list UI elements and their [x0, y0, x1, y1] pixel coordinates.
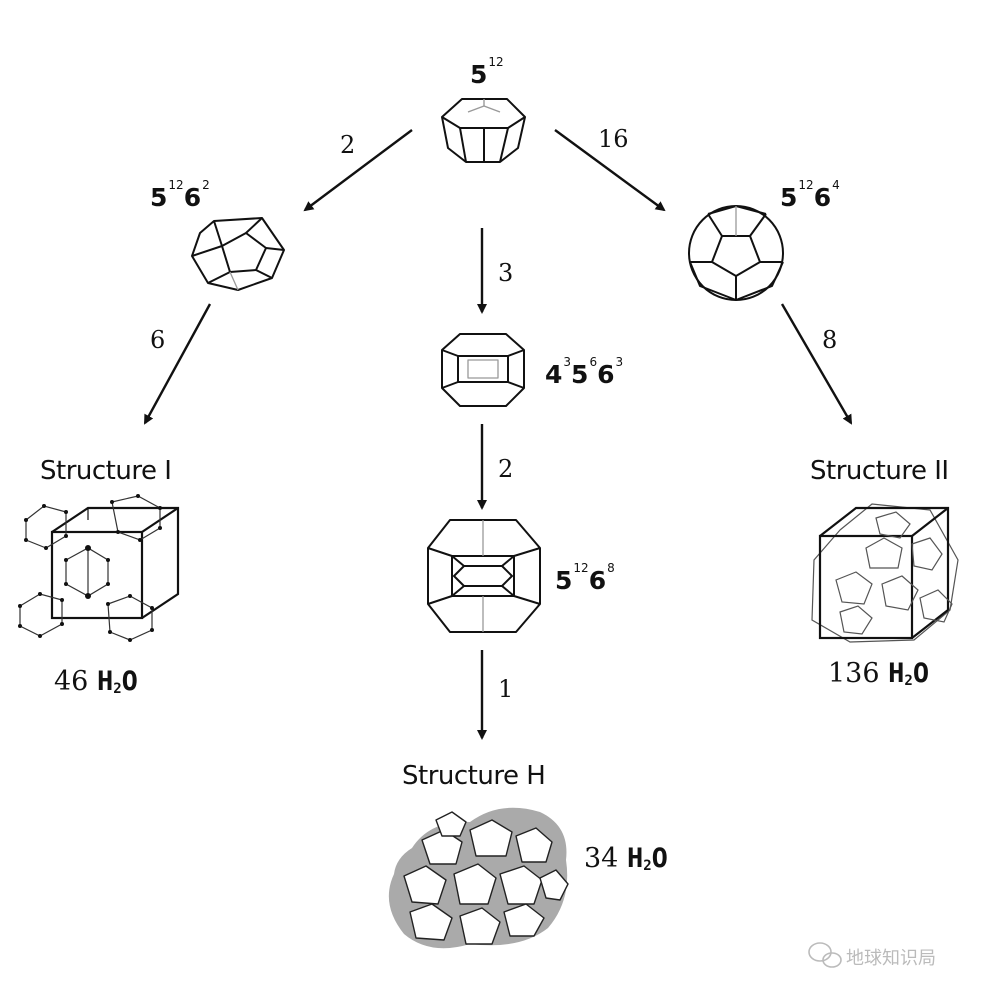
cage-435663-icon — [441, 333, 525, 407]
structure-h-title: Structure H — [402, 761, 546, 791]
arrows — [143, 129, 853, 740]
cage-512-base: 5 — [470, 60, 488, 89]
cage-435663-b1: 4 — [545, 360, 563, 389]
cage-512-icon — [441, 98, 526, 163]
structure-i-formula-o: O — [121, 666, 138, 697]
structure-i-formula-h: H — [96, 666, 114, 697]
wechat-icon — [808, 942, 842, 968]
structure-ii-lattice-icon — [811, 503, 959, 643]
count-to-structure-ii: 8 — [822, 326, 838, 354]
cage-51268-exp2: 8 — [607, 561, 615, 575]
cage-label-51262: 51262 — [150, 179, 210, 212]
structure-ii-formula: H2O — [888, 658, 929, 689]
structure-h-water-count: 34 — [584, 843, 619, 874]
cage-51264-exp2: 4 — [832, 178, 840, 192]
cage-51262-exp2: 2 — [202, 178, 210, 192]
cage-51264-base1: 5 — [780, 183, 798, 212]
cage-435663-b2: 5 — [571, 360, 589, 389]
structure-i-waters: 46 H2O — [54, 666, 138, 697]
cage-51268-base1: 5 — [555, 566, 573, 595]
cage-51262-icon — [191, 217, 285, 291]
cage-label-51264: 51264 — [780, 179, 840, 212]
cage-51262-base1: 5 — [150, 183, 168, 212]
arrow-to-51262 — [303, 129, 413, 212]
count-to-structure-h: 1 — [498, 675, 514, 703]
arrow-to-51264 — [554, 129, 666, 212]
count-to-51264: 16 — [598, 125, 629, 153]
structure-i-formula-sub: 2 — [113, 681, 122, 697]
arrow-to-structure-ii — [780, 303, 853, 425]
cage-435663-e2: 6 — [589, 355, 598, 369]
cage-51268-icon — [427, 519, 541, 633]
structure-h-formula-sub: 2 — [643, 858, 652, 874]
structure-h-formula: H2O — [627, 843, 668, 874]
count-to-structure-i: 6 — [150, 326, 166, 354]
cage-435663-e3: 3 — [615, 355, 624, 369]
structure-h-formula-o: O — [651, 843, 668, 874]
structure-h-cluster-icon — [388, 807, 569, 949]
cage-label-51268: 51268 — [555, 562, 615, 595]
arrow-to-structure-i — [143, 303, 212, 425]
structure-ii-formula-sub: 2 — [904, 673, 913, 689]
structure-i-formula: H2O — [97, 666, 138, 697]
structure-ii-waters: 136 H2O — [828, 658, 929, 689]
cage-51262-exp1: 12 — [168, 178, 184, 192]
cage-512-exp: 12 — [488, 55, 504, 69]
structure-i-lattice-icon — [18, 494, 180, 642]
cage-51262-base2: 6 — [183, 183, 202, 212]
structure-ii-title: Structure II — [810, 456, 949, 486]
cage-51268-base2: 6 — [588, 566, 607, 595]
cage-51268-exp1: 12 — [573, 561, 589, 575]
structure-ii-formula-h: H — [888, 658, 905, 689]
cage-51264-icon — [688, 205, 784, 301]
structure-ii-formula-o: O — [912, 658, 930, 689]
structure-i-title: Structure I — [40, 456, 172, 486]
structure-h-formula-h: H — [626, 843, 644, 874]
cage-435663-b3: 6 — [597, 360, 615, 389]
structure-ii-water-count: 136 — [828, 658, 880, 689]
cage-51264-exp1: 12 — [798, 178, 814, 192]
watermark-text: 地球知识局 — [846, 948, 936, 969]
cage-51264-base2: 6 — [813, 183, 832, 212]
cage-label-435663: 435663 — [545, 356, 623, 389]
count-to-51268: 2 — [498, 455, 514, 483]
cage-435663-e1: 3 — [563, 355, 572, 369]
count-to-435663: 3 — [498, 259, 514, 287]
structure-i-water-count: 46 — [54, 666, 89, 697]
count-to-51262: 2 — [340, 131, 356, 159]
structure-h-waters: 34 H2O — [584, 843, 668, 874]
cage-label-512: 512 — [470, 56, 504, 89]
